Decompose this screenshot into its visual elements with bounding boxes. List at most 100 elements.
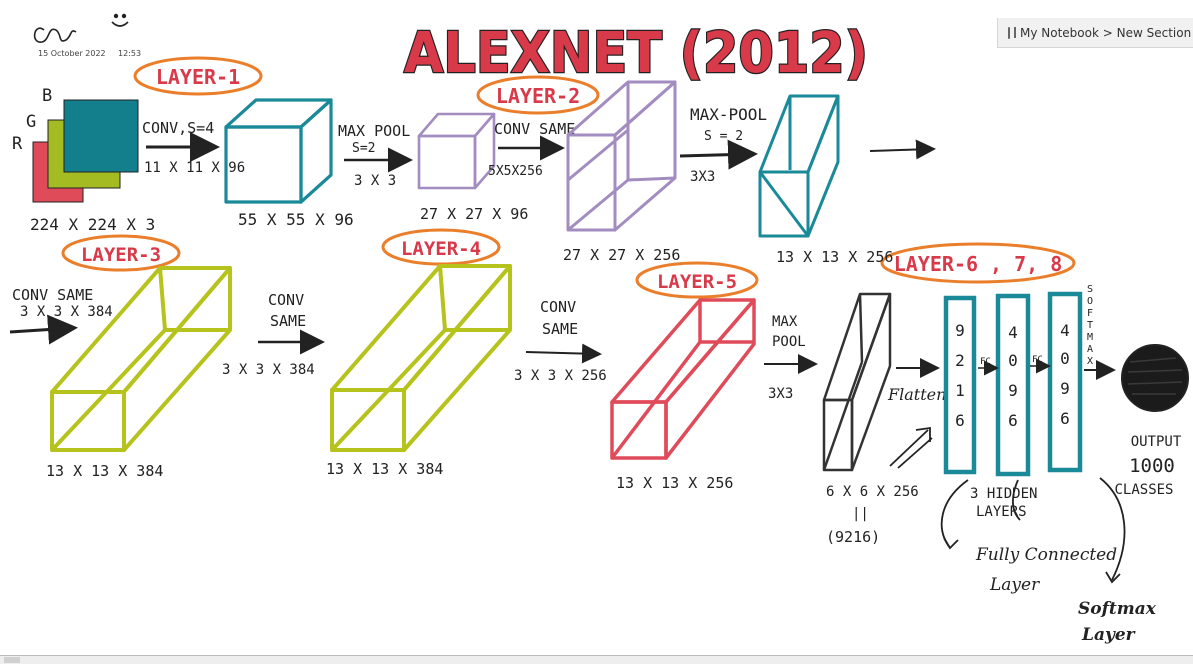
conv4-op2: SAME <box>270 312 306 330</box>
svg-text:M: M <box>1087 332 1093 343</box>
fully-connected-line1: Fully Connected <box>975 545 1117 565</box>
scroll-thumb[interactable] <box>4 657 20 663</box>
time-stamp: 12:53 <box>118 49 141 58</box>
pool3-flat: (9216) <box>826 528 880 546</box>
layer4-tag: LAYER-4 <box>381 228 501 266</box>
fc-column-1-digits: 9 2 1 6 <box>955 321 965 430</box>
layer5-box <box>610 298 756 460</box>
output-line2: 1000 <box>1129 455 1175 477</box>
conv5-arrow <box>525 343 602 364</box>
input-size: 224 X 224 X 3 <box>30 215 155 234</box>
layer678-tag: LAYER-6 , 7, 8 <box>880 242 1076 284</box>
channel-g-label: G <box>26 112 36 132</box>
date-stamp: 15 October 2022 <box>38 49 106 58</box>
output-line3: CLASSES <box>1114 482 1173 498</box>
layer3-box <box>50 266 232 452</box>
pool3-slab <box>822 292 892 472</box>
pool1-cube <box>417 112 496 190</box>
layer2-box <box>566 80 677 232</box>
svg-text:LAYER-5: LAYER-5 <box>657 271 737 293</box>
channel-r-label: R <box>12 134 23 154</box>
pool2-kernel: 3X3 <box>690 169 715 185</box>
pool1-label: MAX POOL <box>338 122 410 140</box>
svg-text:6: 6 <box>1060 409 1070 428</box>
notebook-icon <box>1008 26 1016 39</box>
output-line1: OUTPUT <box>1131 434 1182 450</box>
layer5-size: 13 X 13 X 256 <box>616 474 733 492</box>
softmax-vertical-label: S O F T M A X <box>1087 284 1093 367</box>
pool2-arrow <box>679 139 758 170</box>
svg-text:X: X <box>1087 356 1093 367</box>
svg-text:LAYER-3: LAYER-3 <box>81 244 161 266</box>
flatten-pointer-icon <box>889 426 933 469</box>
signature-icon <box>33 27 77 43</box>
pool1-size: 27 X 27 X 96 <box>420 205 528 223</box>
svg-text:LAYER-1: LAYER-1 <box>156 65 240 89</box>
fc-column-2-digits: 4 0 9 6 <box>1008 323 1018 430</box>
layer1-size: 55 X 55 X 96 <box>238 210 354 229</box>
hidden-layers-line1: 3 HIDDEN <box>970 486 1037 502</box>
svg-text:T: T <box>1087 320 1093 331</box>
conv3-kernel: 3 X 3 X 384 <box>20 304 113 320</box>
page-title: ALEXNET (2012) <box>404 21 868 86</box>
pool3-op1: MAX <box>772 314 798 330</box>
svg-text:LAYER-4: LAYER-4 <box>401 238 481 260</box>
svg-text:6: 6 <box>955 411 965 430</box>
pool3-size: 6 X 6 X 256 <box>826 484 919 500</box>
svg-text:9: 9 <box>1060 379 1070 398</box>
pool3-eq: || <box>852 506 869 522</box>
softmax-layer-line2: Layer <box>1081 625 1136 645</box>
output-node <box>1121 344 1189 412</box>
conv5-op1: CONV <box>540 298 576 316</box>
svg-text:O: O <box>1087 296 1093 307</box>
conv1-label: CONV,S=4 <box>142 119 214 137</box>
pool1-stride: S=2 <box>352 141 375 156</box>
conv4-kernel: 3 X 3 X 384 <box>222 362 315 378</box>
svg-text:4: 4 <box>1060 321 1070 340</box>
svg-text:1: 1 <box>955 381 965 400</box>
pool3-kernel: 3X3 <box>768 386 793 402</box>
svg-text:LAYER-6 , 7, 8: LAYER-6 , 7, 8 <box>894 252 1063 276</box>
conv5-kernel: 3 X 3 X 256 <box>514 368 607 384</box>
bottom-scrollbar[interactable] <box>0 655 1193 664</box>
fc-label-1: FC <box>980 357 991 367</box>
layer4-size: 13 X 13 X 384 <box>326 460 443 478</box>
svg-text:9: 9 <box>1008 381 1018 400</box>
notebook-breadcrumb[interactable]: My Notebook > New Section 1 <box>997 18 1193 48</box>
svg-text:2: 2 <box>955 351 965 370</box>
svg-text:S: S <box>1087 284 1093 295</box>
layer1-tag: LAYER-1 <box>133 56 263 96</box>
svg-text:4: 4 <box>1008 323 1018 342</box>
conv5-op2: SAME <box>542 320 578 338</box>
fc-label-2: FC <box>1032 355 1043 365</box>
conv1-kernel: 11 X 11 X 96 <box>144 160 245 176</box>
layer5-tag: LAYER-5 <box>635 261 759 299</box>
pool2-box <box>758 94 840 238</box>
pool3-op2: POOL <box>772 334 806 350</box>
flatten-label: Flatten <box>887 385 946 404</box>
svg-text:9: 9 <box>955 321 965 340</box>
svg-text:0: 0 <box>1008 351 1018 370</box>
conv2-kernel: 5X5X256 <box>488 164 543 179</box>
svg-text:A: A <box>1087 344 1093 355</box>
pool1-kernel: 3 X 3 <box>354 173 396 189</box>
layer4-box <box>330 264 512 452</box>
conv2-label: CONV SAME <box>494 120 575 138</box>
fc-columns <box>943 291 1083 477</box>
layer2-tag: LAYER-2 <box>476 75 600 115</box>
layer1-cube <box>224 98 333 204</box>
pool2-label: MAX-POOL <box>690 105 767 124</box>
notebook-path[interactable]: My Notebook > New Section 1 <box>1020 25 1193 40</box>
conv4-op1: CONV <box>268 291 304 309</box>
svg-text:0: 0 <box>1060 349 1070 368</box>
pool2-size: 13 X 13 X 256 <box>776 248 893 266</box>
layer3-size: 13 X 13 X 384 <box>46 462 163 480</box>
fc-column-3-digits: 4 0 9 6 <box>1060 321 1070 428</box>
svg-text:6: 6 <box>1008 411 1018 430</box>
layer2-size: 27 X 27 X 256 <box>563 246 680 264</box>
pool2-stride: S = 2 <box>704 129 743 144</box>
smiley-icon <box>111 13 129 27</box>
row1-continue-arrow <box>869 139 936 160</box>
